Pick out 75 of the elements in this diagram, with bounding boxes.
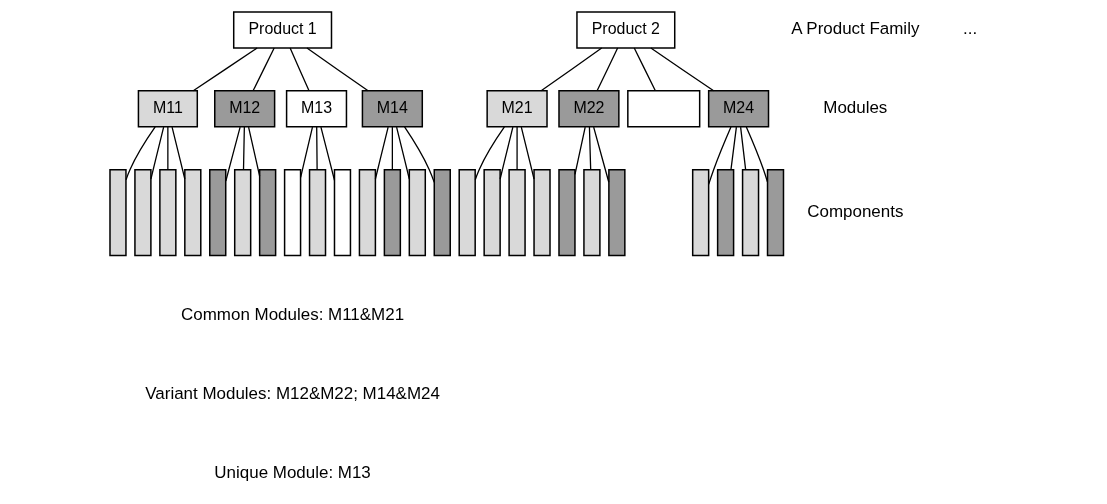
connector	[403, 126, 435, 184]
label: Unique Module: M13	[214, 463, 371, 483]
node-bar	[716, 168, 735, 257]
node-bar	[558, 168, 576, 257]
node-bar	[408, 168, 427, 257]
connector	[242, 126, 245, 171]
node-bar	[358, 168, 377, 257]
node-bar	[333, 168, 352, 257]
label: Variant Modules: M12&M22; M14&M24	[145, 384, 440, 404]
connector	[708, 126, 732, 186]
connector	[730, 126, 738, 171]
connector	[300, 126, 314, 178]
node-bar	[258, 168, 277, 257]
node-bar	[283, 168, 302, 257]
node-bar	[508, 168, 526, 257]
connector	[745, 126, 769, 183]
connector	[289, 47, 310, 92]
node-bar	[184, 168, 202, 257]
node-box: M24	[707, 90, 770, 128]
node-bar	[691, 168, 710, 257]
node-box: M21	[486, 90, 548, 128]
node-bar	[583, 168, 601, 257]
node-bar	[308, 168, 327, 257]
node-bar	[458, 168, 476, 257]
node-bar	[134, 168, 152, 257]
connector	[593, 126, 610, 183]
node-bar	[533, 168, 551, 257]
connector	[167, 126, 169, 171]
node-bar	[483, 168, 501, 257]
node-box: M13	[285, 90, 348, 128]
node-box: M11	[137, 90, 199, 128]
connector	[247, 126, 261, 177]
connector	[125, 126, 156, 181]
node-bar	[209, 168, 227, 257]
connector	[588, 126, 592, 171]
label: Modules	[823, 97, 888, 117]
node-bar	[766, 168, 785, 257]
label: Components	[807, 201, 904, 221]
node-bar	[608, 168, 626, 257]
connector	[499, 126, 514, 180]
label: ...	[963, 19, 978, 39]
connector	[252, 47, 275, 92]
node-box: Product 2	[576, 11, 676, 49]
connector	[540, 47, 603, 92]
connector	[391, 126, 393, 171]
connector	[574, 126, 586, 175]
node-bar	[741, 168, 760, 257]
connector	[395, 126, 410, 180]
node-bar	[109, 168, 127, 257]
label: A Product Family	[791, 19, 920, 39]
node-box: Product 1	[232, 11, 333, 49]
connector	[516, 126, 518, 171]
connector	[374, 126, 389, 180]
node-bar	[433, 168, 451, 257]
connector	[316, 126, 318, 171]
connector	[474, 126, 506, 181]
node-box: M22	[558, 90, 620, 128]
node-box: M14	[361, 90, 424, 128]
connector	[306, 47, 369, 92]
connector	[739, 126, 747, 171]
connector	[650, 47, 715, 92]
node-box: M12	[214, 90, 276, 128]
node-box	[627, 90, 701, 128]
connector	[596, 47, 619, 92]
connector	[171, 126, 186, 180]
connector	[225, 126, 241, 182]
connector	[633, 47, 656, 92]
connector	[150, 126, 165, 180]
connector	[192, 47, 258, 92]
node-bar	[383, 168, 402, 257]
connector	[320, 126, 336, 181]
node-bar	[159, 168, 177, 257]
label: Common Modules: M11&M21	[181, 305, 405, 325]
connector	[520, 126, 535, 180]
node-bar	[233, 168, 252, 257]
